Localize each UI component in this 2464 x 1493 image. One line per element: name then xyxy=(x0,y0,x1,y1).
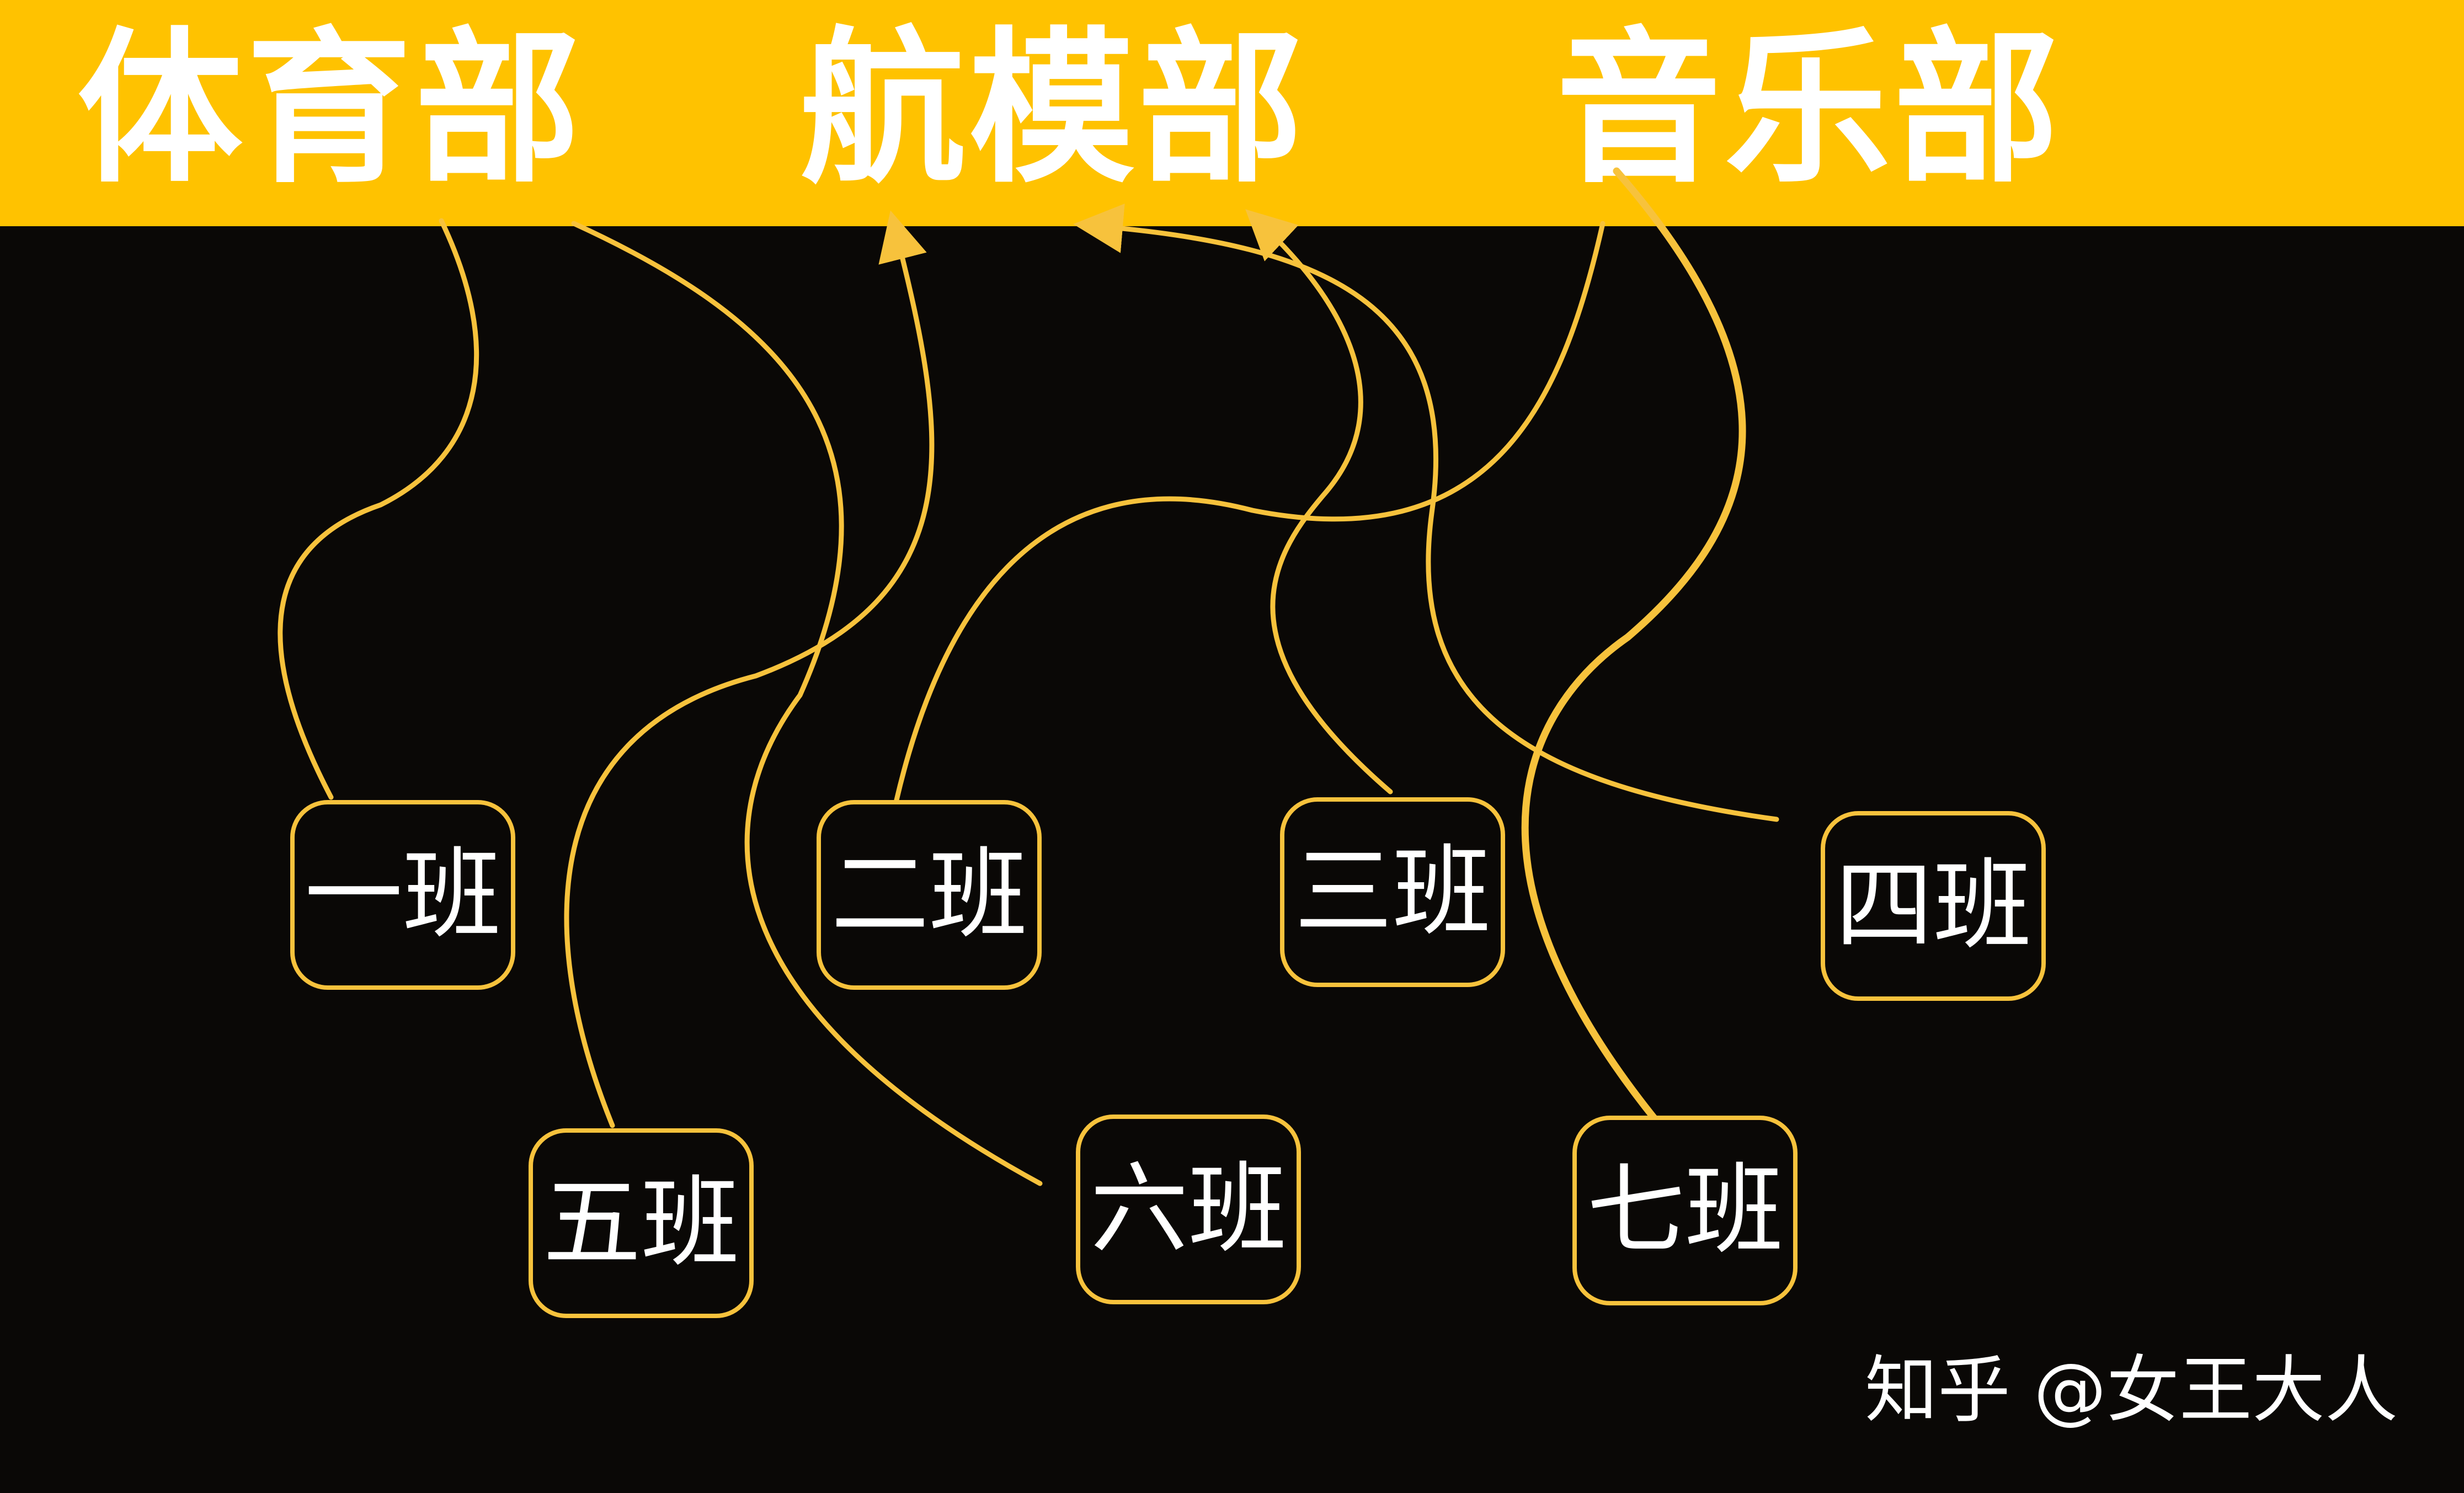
dept-sports: 体育部 xyxy=(77,13,584,205)
link-class5-aeromodelling xyxy=(564,210,935,1128)
class-box-1: 一班 xyxy=(290,800,515,990)
link-class2-music xyxy=(894,221,1606,803)
dept-music: 音乐部 xyxy=(1556,13,2062,205)
link-class3-aeromodelling xyxy=(1245,209,1393,795)
class-box-4: 四班 xyxy=(1821,811,2046,1001)
dept-aeromodelling: 航模部 xyxy=(800,13,1306,205)
link-class6-sports xyxy=(571,221,1043,1186)
link-class7-music xyxy=(1521,167,1746,1127)
department-header-bar: 体育部 航模部 音乐部 xyxy=(0,0,2464,226)
link-class4-aeromodelling xyxy=(1073,204,1779,822)
class-box-2: 二班 xyxy=(817,800,1042,990)
class-box-6: 六班 xyxy=(1076,1115,1301,1304)
class-box-7: 七班 xyxy=(1572,1116,1798,1305)
link-class1-sports xyxy=(278,218,479,800)
watermark-text: 知乎 @女王大人 xyxy=(1865,1348,2398,1433)
class-box-5: 五班 xyxy=(529,1128,754,1318)
class-box-3: 三班 xyxy=(1280,797,1505,987)
